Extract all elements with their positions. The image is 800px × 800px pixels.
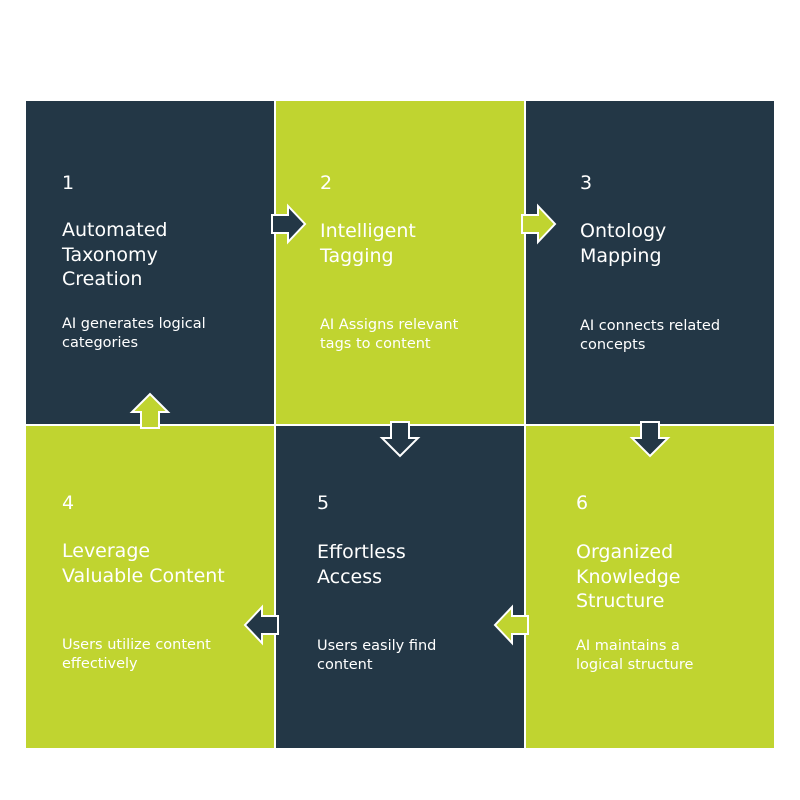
step-number: 6 (576, 492, 589, 514)
step-description: AI generates logical categories (62, 315, 206, 353)
step-tile-5: 5 Effortless Access Users easily find co… (276, 426, 524, 748)
step-title-line: Knowledge (576, 565, 681, 588)
step-number: 5 (317, 492, 330, 514)
step-title-line: Effortless (317, 541, 406, 563)
step-number: 1 (62, 172, 75, 194)
step-description-line: concepts (580, 337, 646, 353)
step-title: Automated Taxonomy Creation (62, 218, 167, 292)
step-tile-1: 1 Automated Taxonomy Creation AI generat… (26, 101, 274, 424)
step-description-line: logical structure (576, 657, 694, 673)
step-title-line: Leverage (62, 540, 151, 562)
step-description-line: tags to content (320, 336, 431, 352)
step-description: AI connects related concepts (580, 317, 720, 355)
step-number: 2 (320, 172, 333, 194)
step-description-line: AI connects related (580, 318, 721, 334)
step-title-line: Organized (576, 541, 674, 563)
step-description-line: effectively (62, 656, 138, 672)
step-title: Leverage Valuable Content (62, 539, 225, 588)
step-description-line: AI Assigns relevant (320, 317, 459, 333)
step-tile-4: 4 Leverage Valuable Content Users utiliz… (26, 426, 274, 748)
step-description-line: content (317, 657, 373, 673)
step-number: 4 (62, 492, 75, 514)
step-description-line: AI generates logical (62, 316, 206, 332)
step-description-line: categories (62, 335, 139, 351)
step-title: Ontology Mapping (580, 219, 666, 268)
step-title: Organized Knowledge Structure (576, 540, 680, 614)
step-title: Effortless Access (317, 540, 406, 589)
step-title-line: Tagging (320, 244, 394, 267)
step-description: Users easily find content (317, 637, 436, 675)
step-title-line: Intelligent (320, 220, 416, 242)
step-description: Users utilize content effectively (62, 636, 211, 674)
step-title-line: Taxonomy (62, 243, 158, 266)
step-description: AI maintains a logical structure (576, 637, 693, 675)
step-title-line: Access (317, 565, 383, 588)
step-title-line: Automated (62, 219, 168, 241)
step-title-line: Mapping (580, 244, 662, 267)
step-tile-2: 2 Intelligent Tagging AI Assigns relevan… (276, 101, 524, 424)
step-description: AI Assigns relevant tags to content (320, 316, 458, 354)
step-description-line: Users easily find (317, 638, 437, 654)
step-tile-3: 3 Ontology Mapping AI connects related c… (526, 101, 774, 424)
step-title: Intelligent Tagging (320, 219, 416, 268)
step-description-line: AI maintains a (576, 638, 680, 654)
step-description-line: Users utilize content (62, 637, 211, 653)
step-title-line: Valuable Content (62, 564, 225, 587)
step-title-line: Creation (62, 268, 143, 290)
step-number: 3 (580, 172, 593, 194)
step-title-line: Structure (576, 590, 665, 612)
step-tile-6: 6 Organized Knowledge Structure AI maint… (526, 426, 774, 748)
step-title-line: Ontology (580, 220, 667, 242)
